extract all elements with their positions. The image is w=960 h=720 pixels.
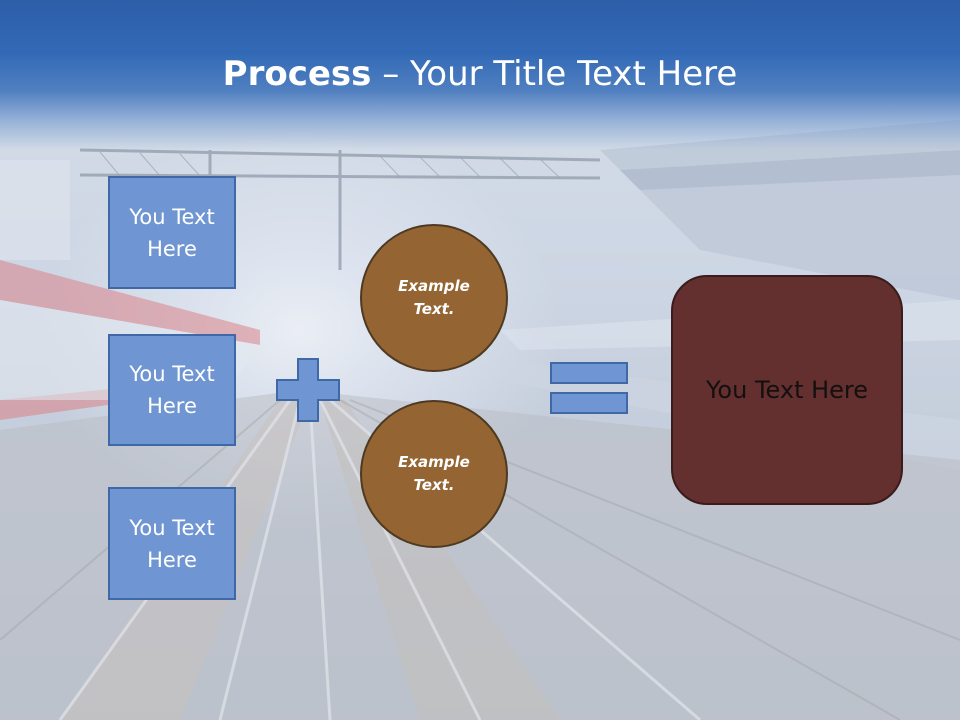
title-rest: Your Title Text Here — [410, 54, 738, 94]
text-box-1[interactable]: You Text Here — [108, 176, 236, 289]
title-separator: – — [371, 54, 411, 94]
result-box[interactable]: You Text Here — [671, 275, 903, 505]
slide-title: Process – Your Title Text Here — [0, 52, 960, 96]
text-box-3[interactable]: You Text Here — [108, 487, 236, 600]
example-circle-2[interactable]: Example Text. — [360, 400, 508, 548]
example-circle-1[interactable]: Example Text. — [360, 224, 508, 372]
equals-icon — [550, 362, 628, 414]
title-bold: Process — [222, 54, 372, 94]
title-band — [0, 0, 960, 150]
text-box-2[interactable]: You Text Here — [108, 334, 236, 446]
plus-icon — [276, 358, 340, 422]
